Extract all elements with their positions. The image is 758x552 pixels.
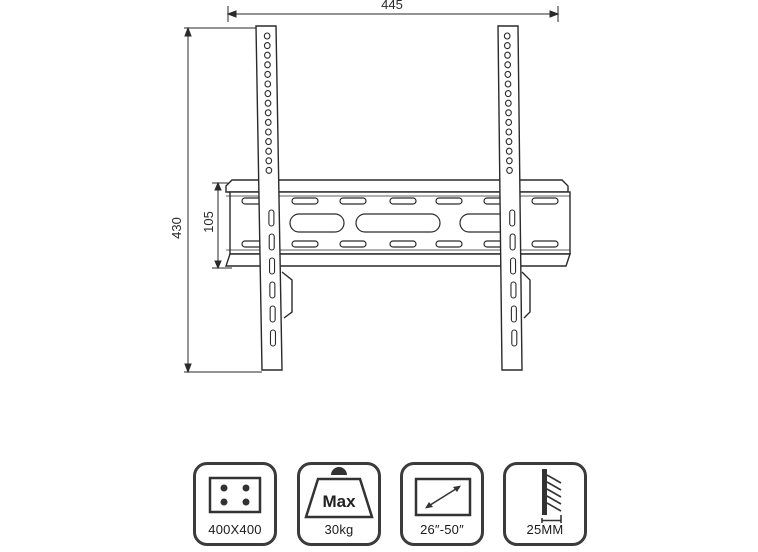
height-dimension-label: 430 (169, 217, 184, 239)
arm-slot (268, 233, 275, 251)
arm-round-hole (263, 32, 271, 40)
max-load-badge: Max 30kg (297, 462, 381, 546)
wall-mount-technical-drawing: 445 430 105 (169, 0, 571, 374)
arm-round-hole (505, 147, 513, 155)
max-load-icon-text: Max (322, 492, 356, 511)
plate-slot-bottom (435, 240, 463, 248)
arm-round-hole (506, 157, 513, 165)
arm-round-hole (264, 70, 271, 78)
arm-slot (269, 305, 276, 323)
max-load-weight-icon: Max (304, 467, 374, 519)
arm-round-hole (503, 42, 511, 50)
arm-slot (509, 233, 516, 251)
arm-round-hole (504, 80, 512, 88)
arm-round-hole (504, 51, 511, 59)
screen-size-icon (414, 477, 472, 517)
arm-slot (269, 281, 276, 299)
plate-slot-top (339, 197, 367, 205)
arm-slot (509, 257, 517, 275)
max-load-label: 30kg (324, 522, 354, 537)
width-dimension-label: 445 (381, 0, 403, 12)
arm-round-hole (504, 90, 512, 98)
plate-slot-large (355, 213, 441, 233)
arm-round-hole (263, 42, 271, 50)
vesa-pattern-icon (208, 476, 262, 514)
plate-slot-bottom (291, 240, 319, 248)
arm-round-hole (264, 80, 272, 88)
width-dimension-line (226, 6, 560, 22)
vesa-badge: 400X400 (193, 462, 277, 546)
arm-round-hole (264, 61, 271, 69)
screen-size-label: 26″-50″ (420, 522, 464, 537)
arm-round-hole (265, 128, 272, 136)
arm-round-hole (503, 32, 511, 40)
arm-round-hole (265, 138, 272, 146)
wall-distance-label: 25MM (526, 522, 564, 537)
arm-round-hole (264, 109, 272, 117)
arm-round-hole (265, 147, 272, 155)
arm-round-hole (504, 61, 512, 69)
feature-badges: 400X400 Max 30kg 26″-50″ (0, 462, 758, 552)
plate-slot-bottom (339, 240, 367, 248)
arm-slot (510, 305, 517, 323)
arm-round-hole (505, 128, 513, 136)
arm-round-hole (265, 166, 273, 174)
arm-slot (510, 281, 517, 299)
plate-slot-top (435, 197, 463, 205)
plate-slot-top (389, 197, 417, 205)
arm-round-hole (504, 99, 512, 107)
arm-round-hole (504, 70, 512, 78)
arm-round-hole (264, 99, 272, 107)
arm-slot (268, 209, 275, 227)
plate-slot-top (531, 197, 559, 205)
vesa-label: 400X400 (208, 522, 262, 537)
plate-slot-bottom (531, 240, 559, 248)
plate-slot-bottom (389, 240, 417, 248)
height-dimension-line (184, 26, 262, 374)
plate-slot-top (291, 197, 319, 205)
arm-slot (509, 209, 516, 227)
left-mounting-arm (255, 25, 293, 371)
wall-distance-icon (541, 469, 562, 523)
arm-mounting-holes (263, 32, 518, 347)
arm-slot (269, 329, 277, 347)
arm-round-hole (506, 166, 513, 174)
arm-round-hole (264, 51, 271, 59)
arm-round-hole (264, 90, 272, 98)
arm-round-hole (265, 157, 273, 165)
arm-round-hole (505, 138, 513, 146)
plate-slot-large (289, 213, 345, 233)
arm-round-hole (264, 118, 272, 126)
arm-round-hole (505, 109, 512, 117)
screen-size-badge: 26″-50″ (400, 462, 484, 546)
arm-slot (511, 329, 518, 347)
arm-round-hole (505, 118, 513, 126)
wall-distance-badge: 25MM (503, 462, 587, 546)
arm-slot (268, 257, 276, 275)
rail-dimension-label: 105 (201, 211, 216, 233)
